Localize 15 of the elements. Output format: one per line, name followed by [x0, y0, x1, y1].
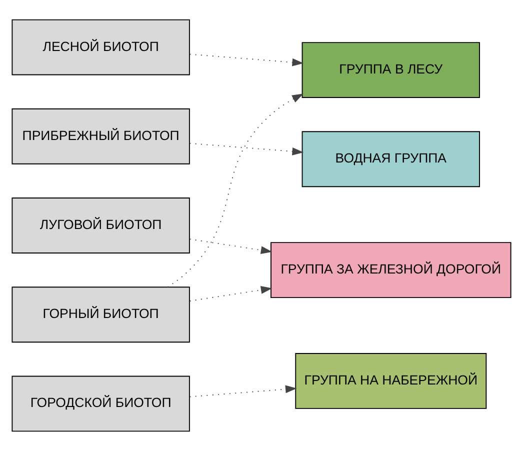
arrow [189, 286, 272, 301]
arrow [167, 93, 304, 287]
node-box: ГРУППА НА НАБЕРЕЖНОЙ [295, 352, 487, 408]
node-box: ГРУППА ЗА ЖЕЛЕЗНОЙ ДОРОГОЙ [270, 242, 512, 298]
arrow [189, 142, 304, 155]
arrow [189, 384, 297, 397]
node-box: ВОДНАЯ ГРУППА [302, 130, 480, 187]
node-box: ЛУГОВОЙ БИОТОП [12, 197, 190, 253]
node-box: ЛЕСНОЙ БИОТОП [12, 18, 190, 75]
node-box: ГОРНЫЙ БИОТОП [12, 286, 190, 342]
node-box: ГРУППА В ЛЕСУ [302, 42, 480, 98]
arrow [189, 238, 272, 254]
node-box: ПРИБРЕЖНЫЙ БИОТОП [12, 108, 190, 164]
arrow [189, 53, 304, 66]
node-box: ГОРОДСКОЙ БИОТОП [12, 375, 190, 432]
